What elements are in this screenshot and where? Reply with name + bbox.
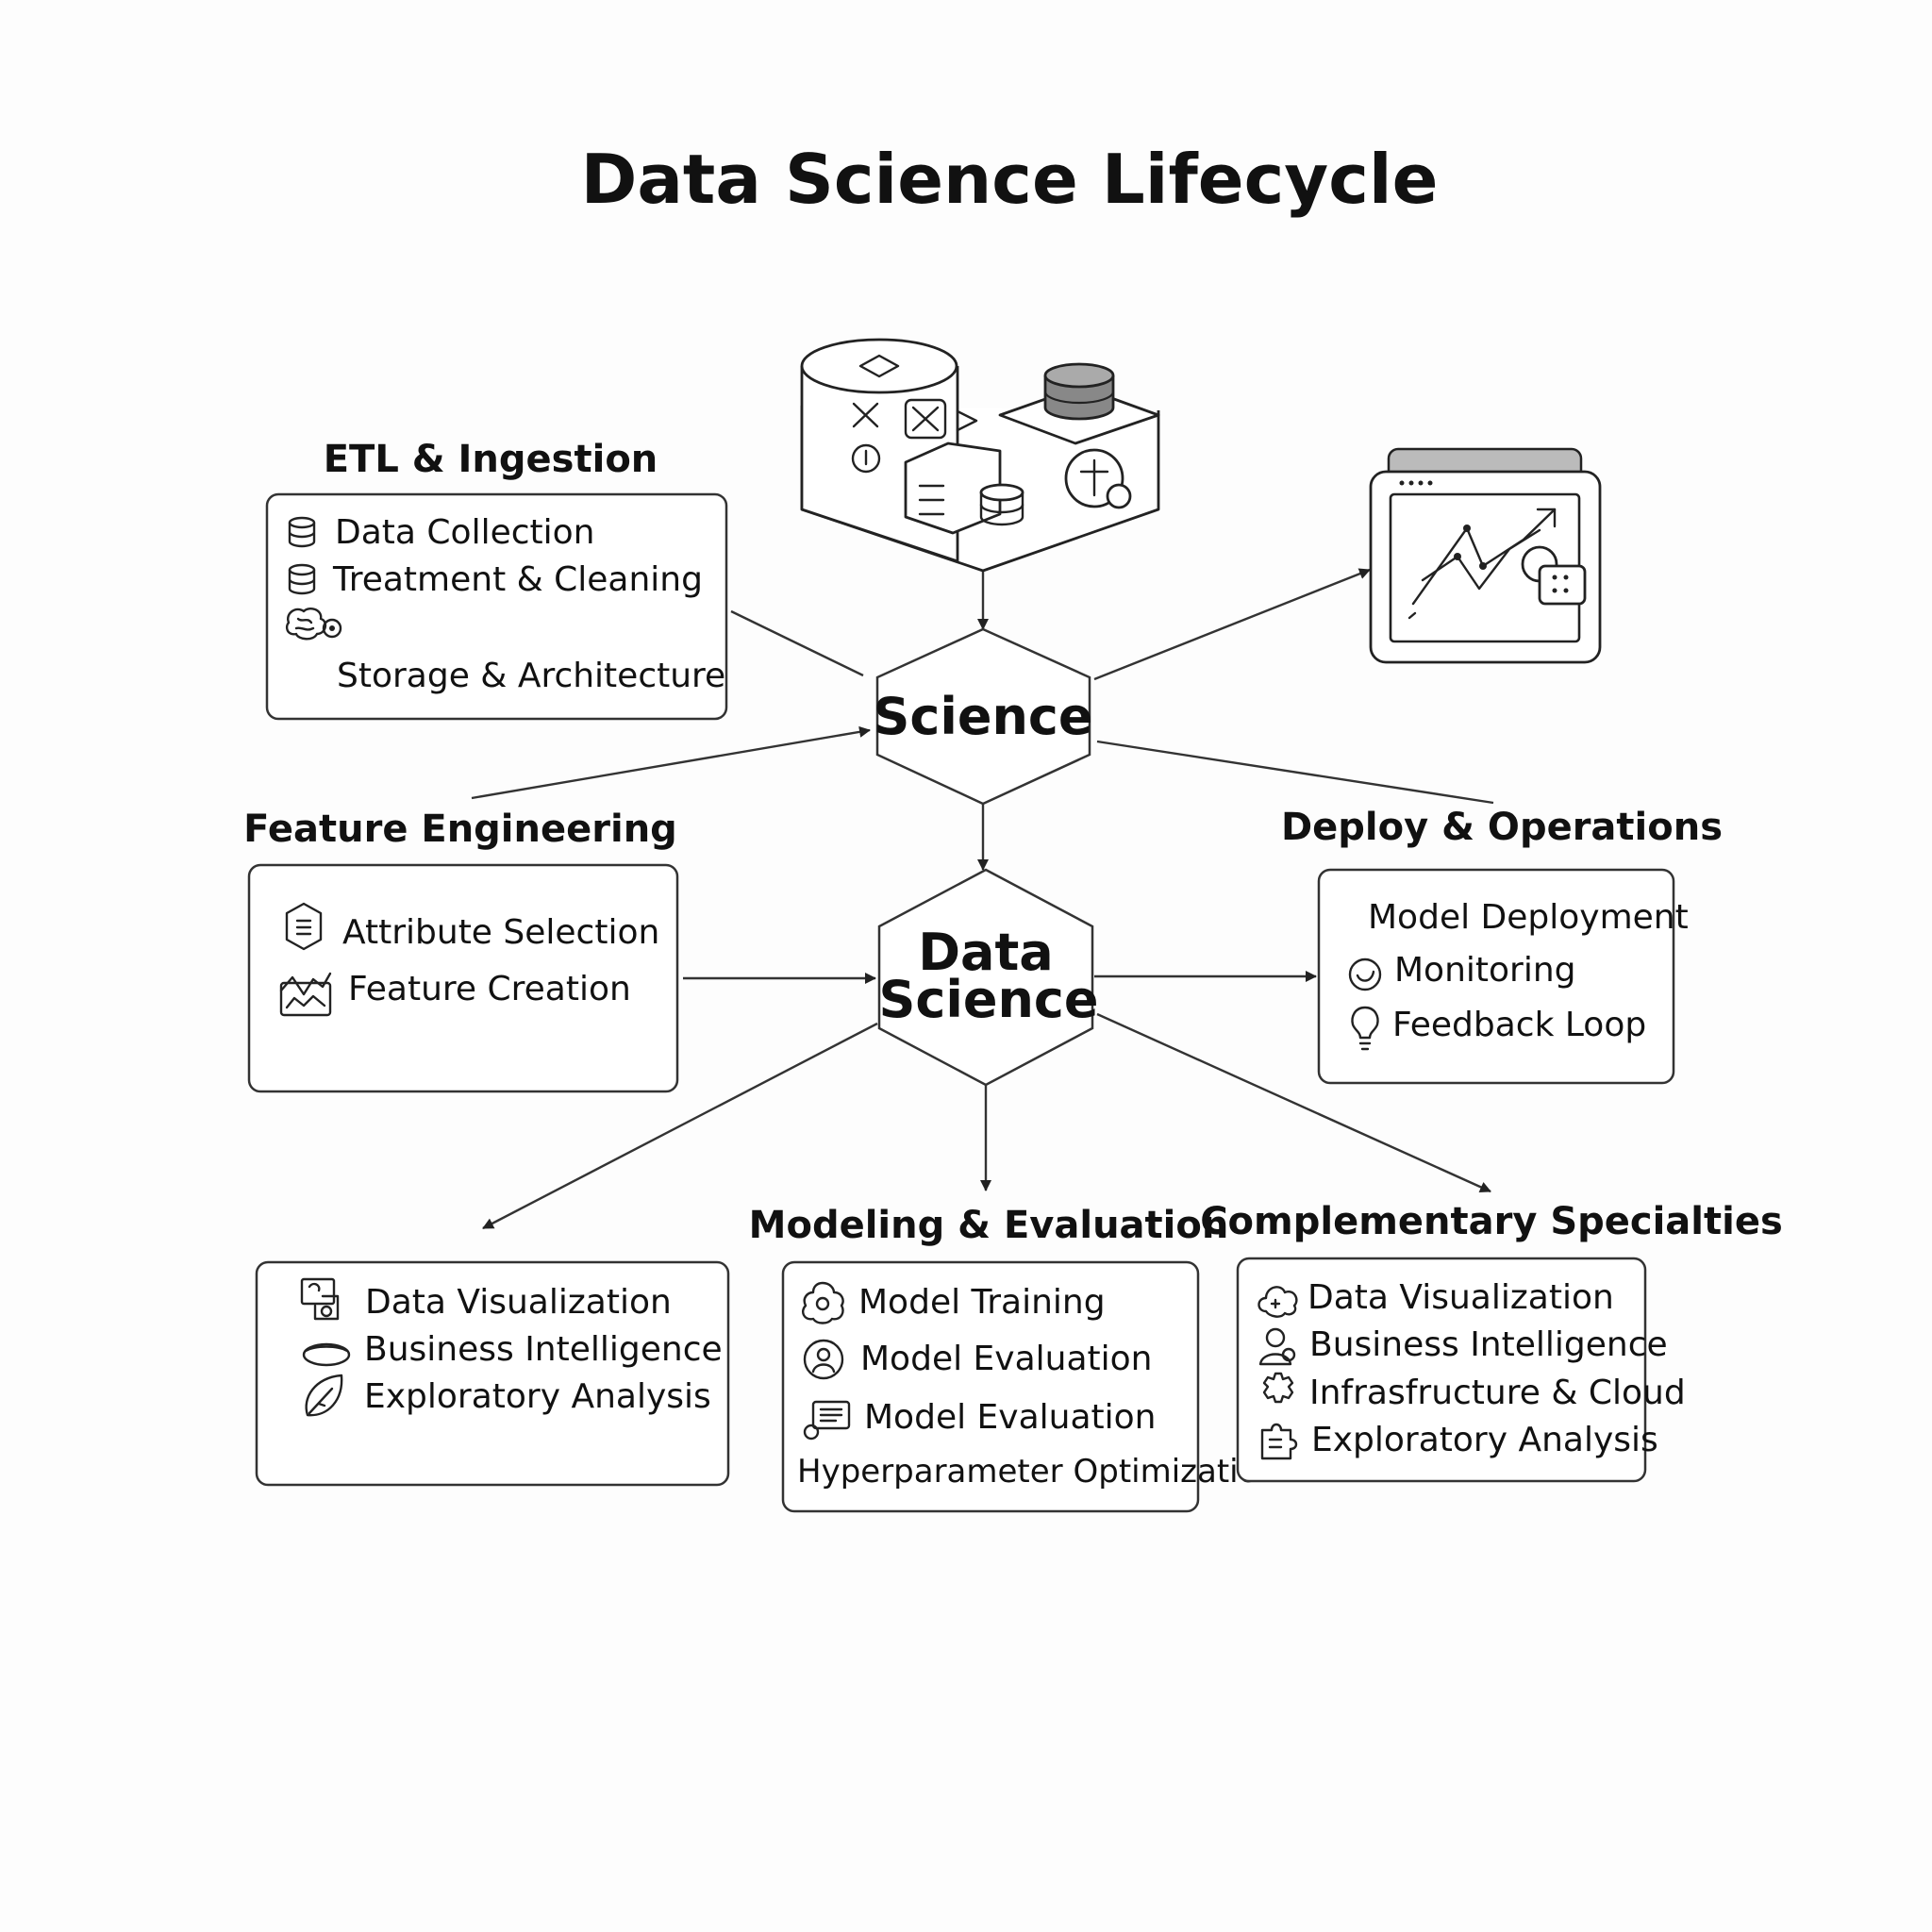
screen-icon — [300, 1277, 340, 1321]
etl-ingestion-card: ETL & Ingestion Data Collection Treatmen… — [265, 438, 728, 721]
hub-science-label: Science — [873, 687, 1092, 746]
modeling-evaluation-card: Modeling & Evaluation Model Training Mod… — [749, 1204, 1278, 1513]
arrow-feature-to-science — [471, 725, 871, 800]
disc-icon — [302, 1342, 351, 1367]
etl-item-treatment-cleaning: Treatment & Cleaning — [332, 560, 703, 599]
analytics-item-exploratory-analysis: Exploratory Analysis — [364, 1377, 711, 1416]
complementary-item-data-visualization: Data Visualization — [1307, 1278, 1614, 1317]
feature-item-feature-creation: Feature Creation — [348, 970, 631, 1008]
feature-item-attribute-selection: Attribute Selection — [342, 913, 659, 952]
hub-data-science: Data Science — [877, 868, 1099, 1087]
area-chart-icon — [279, 972, 332, 1017]
complementary-heading: Complementary Specialties — [1200, 1200, 1783, 1243]
etl-heading: ETL & Ingestion — [324, 438, 658, 481]
line-etl-to-science — [730, 609, 864, 677]
document-list-icon — [803, 1400, 851, 1441]
complementary-specialties-card: Complementary Specialties Data Visualiza… — [1200, 1200, 1783, 1483]
hexagon-list-icon — [285, 902, 323, 951]
hub-data-science-line2: Science — [878, 970, 1098, 1029]
gear-icon — [1262, 1372, 1294, 1404]
etl-item-data-collection: Data Collection — [335, 513, 594, 552]
cloud-gear-icon — [802, 1281, 844, 1324]
feature-heading: Feature Engineering — [243, 808, 677, 851]
analytics-item-business-intelligence: Business Intelligence — [364, 1330, 723, 1369]
analytics-card: Data Visualization Business Intelligence… — [255, 1260, 730, 1487]
connectors — [471, 566, 1494, 1230]
feature-engineering-card: Feature Engineering Attribute Selection … — [243, 808, 679, 1093]
user-circle-icon — [803, 1339, 844, 1380]
circle-check-icon — [1348, 958, 1382, 991]
complementary-item-exploratory-analysis: Exploratory Analysis — [1311, 1421, 1658, 1459]
deploy-item-model-deployment: Model Deployment — [1368, 898, 1689, 937]
modeling-item-hyperparameter-optimization: Hyperparameter Optimization — [797, 1453, 1278, 1491]
arrow-science-to-chart — [1093, 568, 1371, 681]
deploy-item-monitoring: Monitoring — [1394, 951, 1576, 990]
analytics-item-data-visualization: Data Visualization — [365, 1283, 672, 1322]
diagram-title: Data Science Lifecycle — [581, 140, 1439, 219]
etl-item-storage-architecture: Storage & Architecture — [337, 657, 725, 695]
arrow-datascience-to-complementary — [1096, 1012, 1491, 1193]
deploy-operations-card: Deploy & Operations Model Deployment Mon… — [1281, 806, 1723, 1085]
database-icon — [288, 516, 316, 548]
cloud-icon — [1257, 1286, 1298, 1318]
arrow-datascience-to-analytics — [482, 1022, 878, 1230]
puzzle-icon — [1260, 1423, 1298, 1460]
leaf-icon — [305, 1374, 343, 1417]
modeling-item-model-training: Model Training — [858, 1283, 1106, 1322]
deploy-heading: Deploy & Operations — [1281, 806, 1723, 849]
modeling-heading: Modeling & Evaluation — [749, 1204, 1229, 1247]
modeling-item-model-evaluation-2: Model Evaluation — [864, 1398, 1156, 1437]
deploy-item-feedback-loop: Feedback Loop — [1392, 1006, 1646, 1044]
complementary-item-infrastructure-cloud: Infrasfructure & Cloud — [1309, 1374, 1686, 1412]
data-stack-illustration — [800, 338, 1160, 573]
database-icon — [288, 563, 316, 595]
brain-icon — [285, 608, 342, 641]
chart-window-illustration — [1369, 447, 1602, 664]
hub-science: Science — [873, 627, 1093, 806]
hub-data-science-line1: Data — [918, 923, 1054, 982]
complementary-item-business-intelligence: Business Intelligence — [1309, 1325, 1668, 1364]
user-icon — [1258, 1327, 1296, 1366]
modeling-item-model-evaluation: Model Evaluation — [860, 1340, 1152, 1378]
line-science-to-deploy — [1096, 740, 1494, 805]
lightbulb-icon — [1351, 1006, 1379, 1051]
